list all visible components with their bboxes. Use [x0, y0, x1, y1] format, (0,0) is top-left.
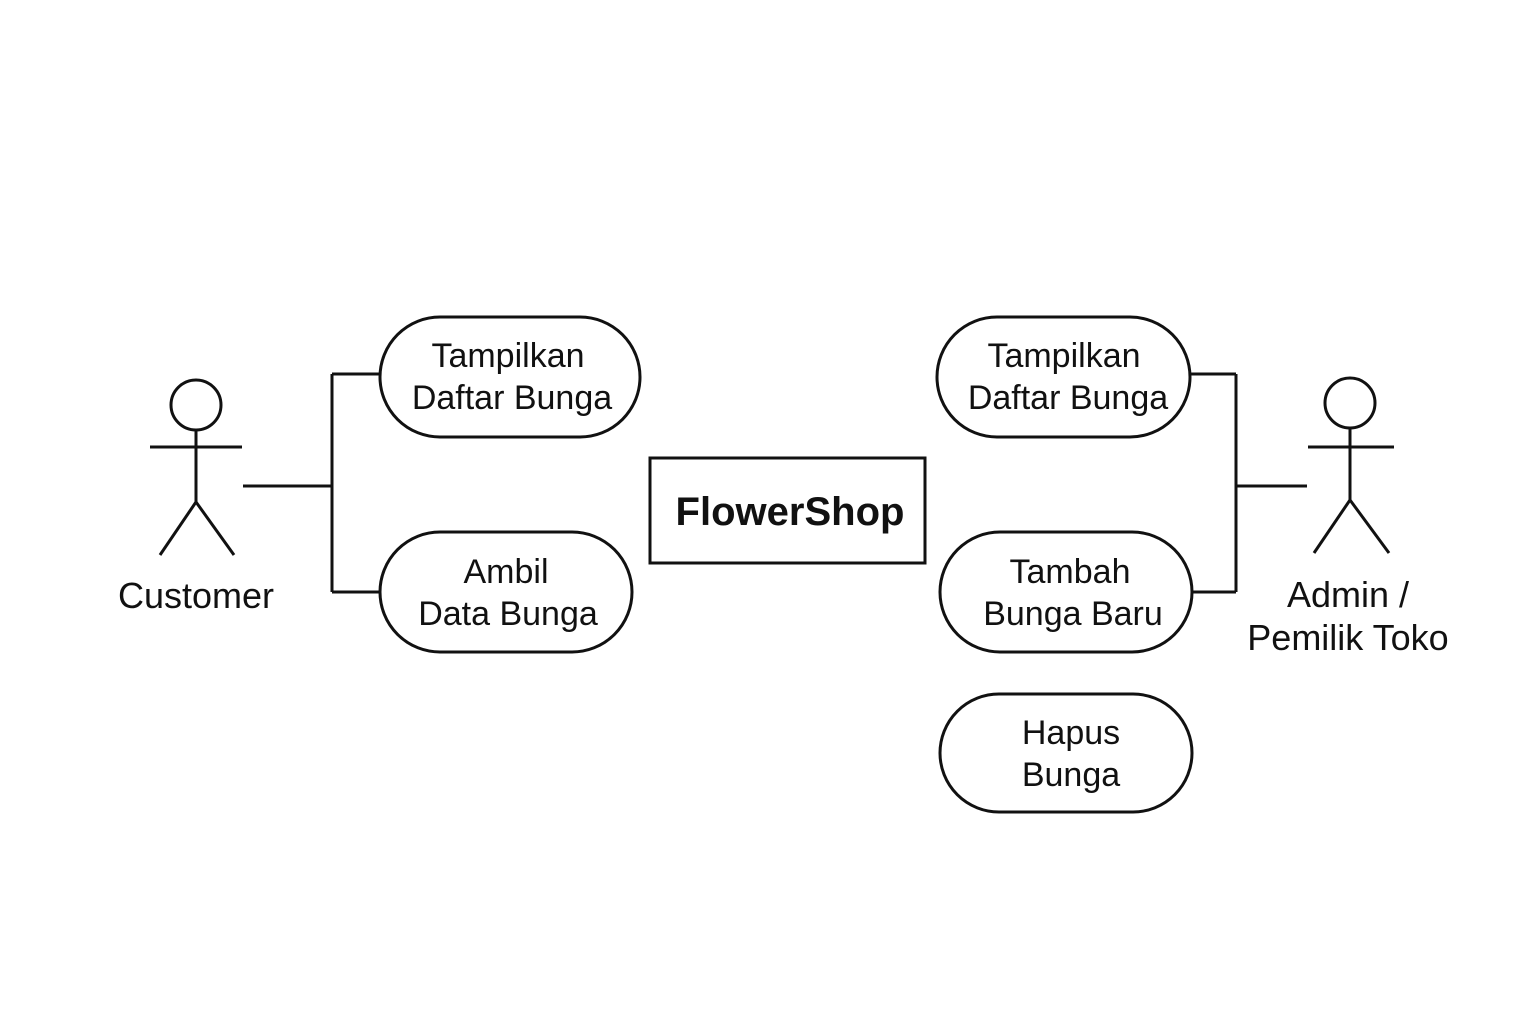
- actor-admin-label-line1: Admin /: [1287, 574, 1409, 615]
- use-case-admin-list-line1: Tampilkan: [987, 337, 1140, 375]
- actor-admin: Admin / Pemilik Toko: [1247, 376, 1449, 658]
- actor-customer-head: [169, 378, 223, 432]
- use-case-admin-delete-shape: [938, 692, 1194, 814]
- actor-customer-label: Customer: [118, 575, 274, 616]
- actor-admin-head: [1323, 376, 1377, 430]
- use-case-customer-list[interactable]: Tampilkan Daftar Bunga: [378, 315, 642, 439]
- use-case-customer-list-shape: [378, 315, 642, 439]
- use-case-admin-add-line1: Tambah: [1010, 553, 1131, 591]
- use-case-admin-add-line2: Bunga Baru: [983, 595, 1163, 633]
- use-case-customer-get-shape: [378, 530, 634, 654]
- actor-admin-leg-right: [1348, 499, 1391, 554]
- use-case-customer-get-line1: Ambil: [463, 553, 548, 591]
- use-case-customer-get[interactable]: Ambil Data Bunga: [378, 530, 634, 654]
- use-case-admin-list[interactable]: Tampilkan Daftar Bunga: [935, 315, 1192, 439]
- actor-customer-leg-right: [194, 501, 236, 556]
- use-case-admin-delete[interactable]: Hapus Bunga: [938, 692, 1194, 814]
- use-case-customer-list-line2: Daftar Bunga: [412, 379, 612, 417]
- system-box: FlowerShop: [648, 456, 927, 565]
- use-case-customer-get-line2: Data Bunga: [418, 595, 598, 633]
- use-case-admin-add-shape: [938, 530, 1194, 654]
- actor-admin-label-line2: Pemilik Toko: [1247, 617, 1448, 658]
- actor-customer-leg-left: [158, 501, 198, 556]
- actor-admin-leg-left: [1312, 499, 1352, 554]
- use-case-admin-list-shape: [935, 315, 1192, 439]
- use-case-customer-list-line1: Tampilkan: [431, 337, 584, 375]
- use-case-admin-delete-line2: Bunga: [1022, 756, 1120, 794]
- use-case-admin-list-line2: Daftar Bunga: [968, 379, 1168, 417]
- system-box-rect: [648, 456, 927, 565]
- actor-customer: Customer: [118, 378, 274, 616]
- use-case-admin-delete-line1: Hapus: [1022, 714, 1120, 752]
- customer-connectors: [243, 372, 380, 594]
- use-case-admin-add[interactable]: Tambah Bunga Baru: [938, 530, 1194, 654]
- admin-connectors: [1190, 372, 1307, 594]
- system-name: FlowerShop: [676, 490, 905, 534]
